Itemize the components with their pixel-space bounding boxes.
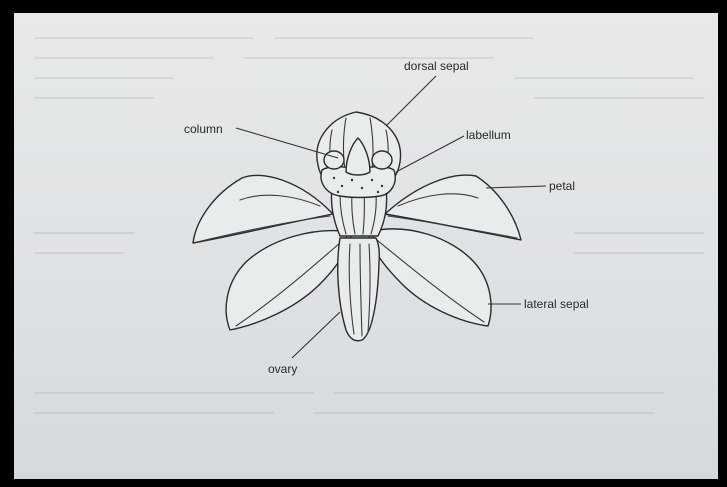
left-lateral-sepal	[226, 231, 352, 330]
labellum-label: labellum	[466, 128, 511, 142]
labellum-leader	[396, 136, 464, 172]
ovary-label: ovary	[268, 362, 297, 376]
ovary-leader	[292, 312, 340, 358]
lateral-sepal-label: lateral sepal	[524, 297, 589, 311]
dorsal-sepal-label: dorsal sepal	[404, 59, 469, 73]
right-lateral-sepal	[368, 229, 491, 326]
ovary	[338, 238, 380, 341]
petal-leader	[486, 186, 546, 188]
column-label: column	[184, 122, 223, 136]
dorsal-sepal-leader	[386, 76, 436, 126]
petal-label: petal	[549, 179, 575, 193]
